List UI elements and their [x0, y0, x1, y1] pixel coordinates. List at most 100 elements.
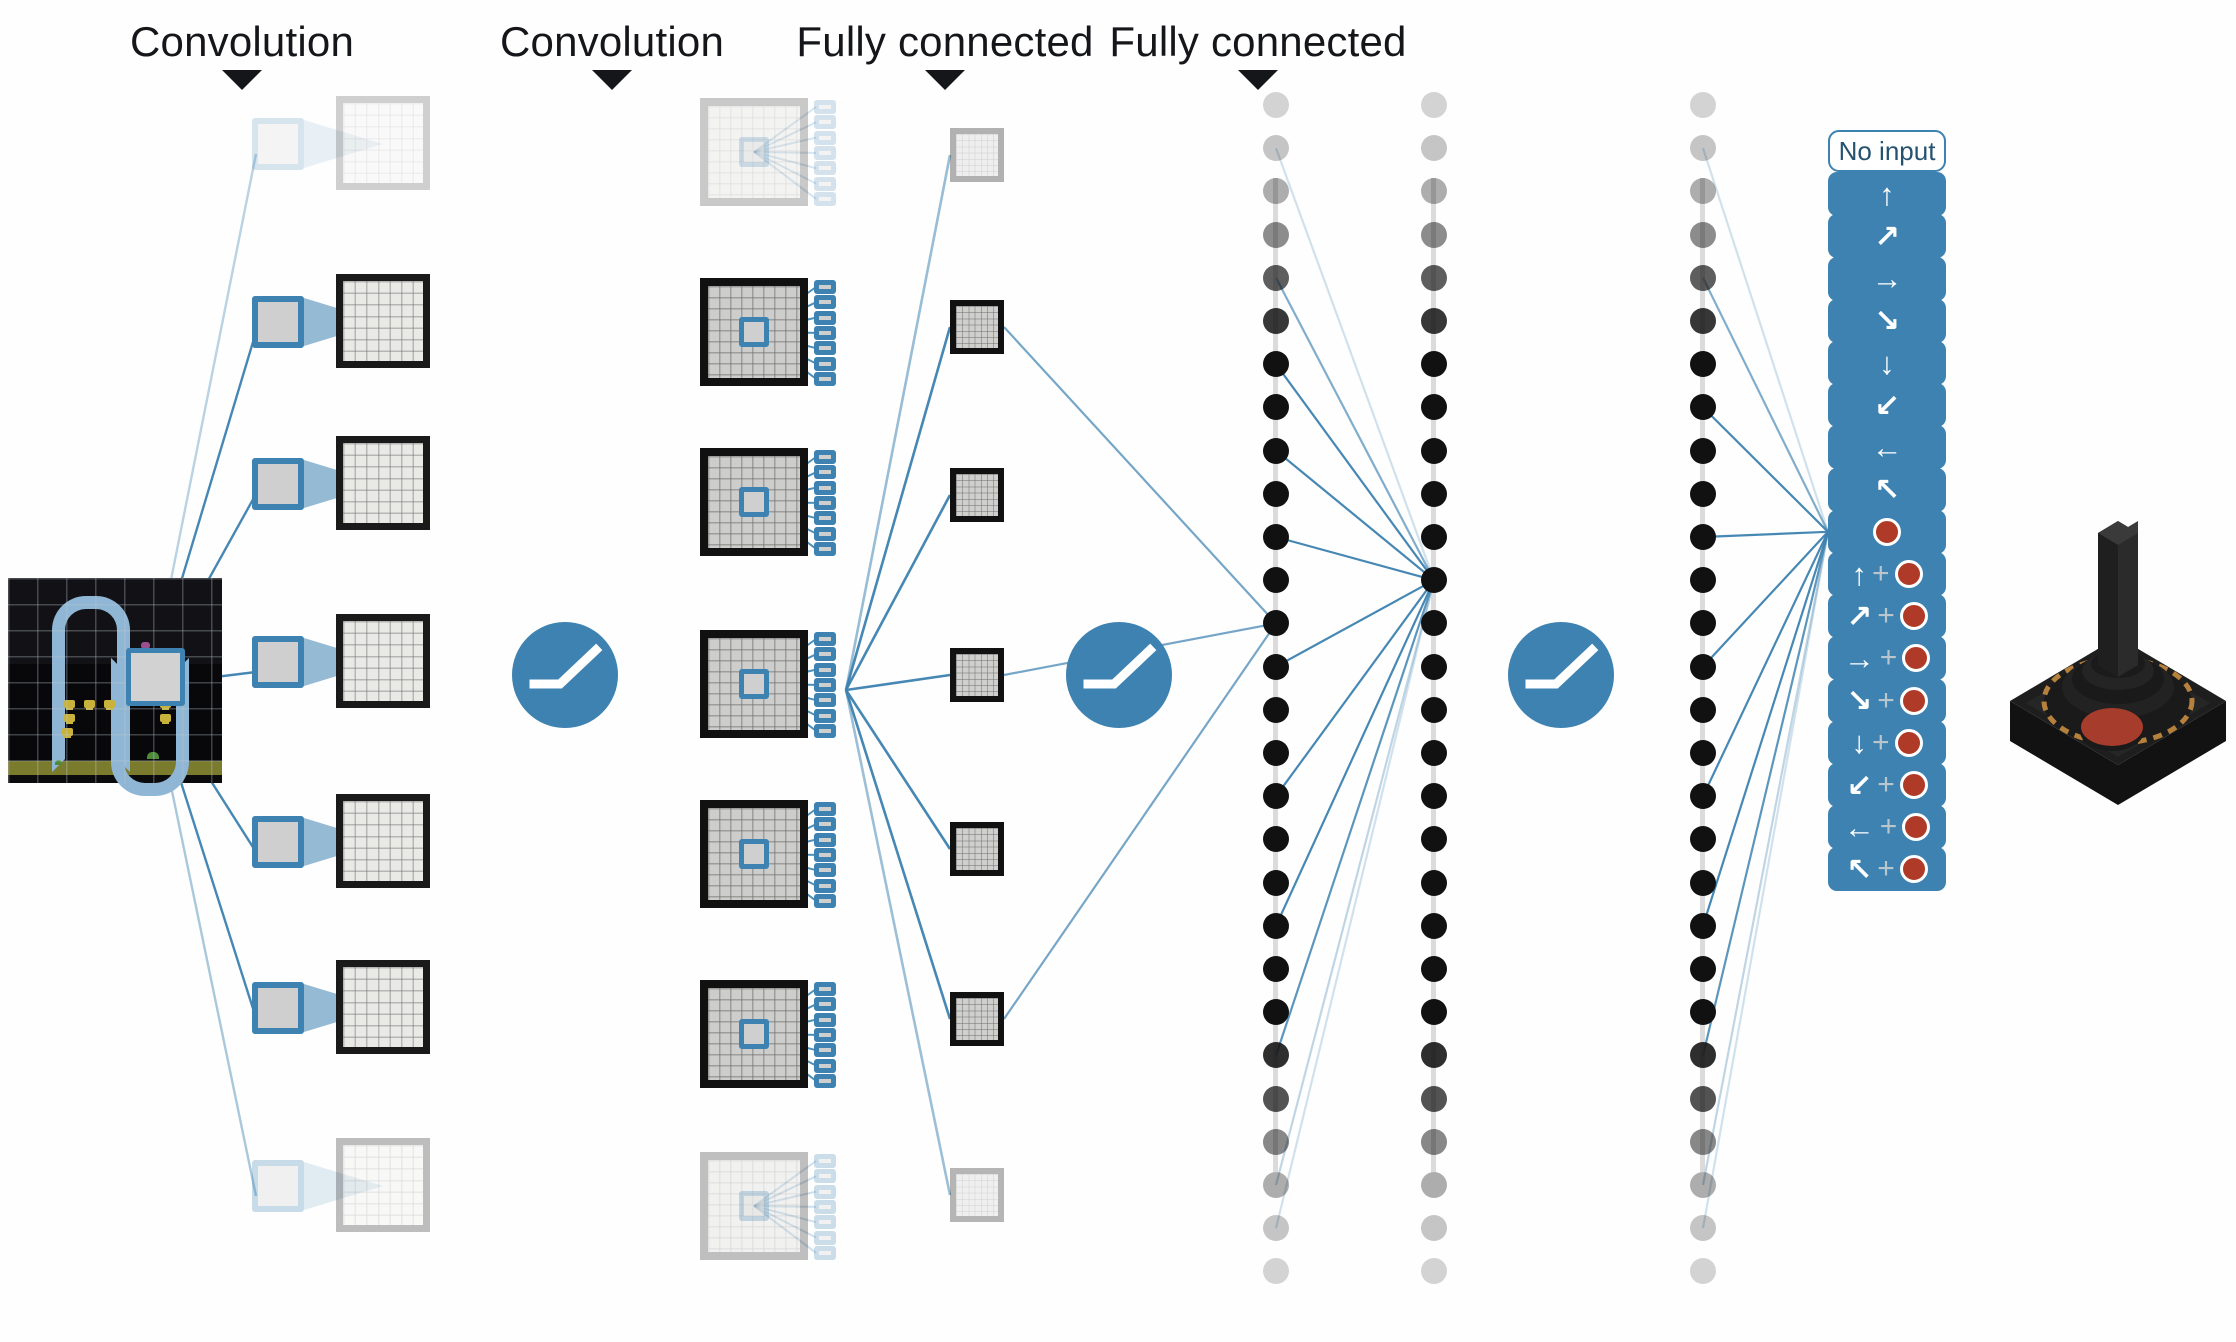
fc1-neuron-25[interactable]: [1263, 1172, 1289, 1198]
action-up-right-fire[interactable]: ↗+: [1828, 594, 1946, 639]
fc2-neuron-1[interactable]: [1421, 135, 1447, 162]
fc2-neuron-13[interactable]: [1421, 653, 1447, 680]
action-up-left-fire[interactable]: ↖+: [1828, 847, 1946, 892]
fc3-neuron-14[interactable]: [1690, 696, 1716, 723]
fc3-neuron-17[interactable]: [1690, 826, 1716, 853]
fc1-neuron-9[interactable]: [1263, 480, 1289, 507]
action-right[interactable]: →: [1828, 256, 1946, 301]
fc1-neuron-15[interactable]: [1263, 740, 1289, 766]
action-right-fire[interactable]: →+: [1828, 636, 1946, 681]
fc2-neuron-11[interactable]: [1421, 567, 1447, 594]
fc2-neuron-23[interactable]: [1421, 1085, 1447, 1112]
fc2-neuron-0[interactable]: [1421, 92, 1447, 118]
fc2-neuron-24[interactable]: [1421, 1128, 1447, 1155]
fc2-neuron-21[interactable]: [1421, 999, 1447, 1026]
action-left[interactable]: ←: [1828, 425, 1946, 470]
fc2-neuron-16[interactable]: [1421, 783, 1447, 810]
fc3-neuron-23[interactable]: [1690, 1085, 1716, 1112]
fc3-neuron-6[interactable]: [1690, 351, 1716, 378]
fc1-neuron-4[interactable]: [1263, 264, 1289, 291]
fc3-neuron-21[interactable]: [1690, 999, 1716, 1026]
fc3-neuron-26[interactable]: [1690, 1215, 1716, 1242]
fc3-neuron-25[interactable]: [1690, 1172, 1716, 1198]
fc1-neuron-12[interactable]: [1263, 610, 1289, 637]
fc3-neuron-15[interactable]: [1690, 740, 1716, 766]
fc1-neuron-18[interactable]: [1263, 869, 1289, 896]
fc1-neuron-22[interactable]: [1263, 1042, 1289, 1069]
fc3-neuron-20[interactable]: [1690, 956, 1716, 982]
fc2-neuron-10[interactable]: [1421, 524, 1447, 550]
fc3-neuron-9[interactable]: [1690, 480, 1716, 507]
fc1-neuron-16[interactable]: [1263, 783, 1289, 810]
fc1-neuron-8[interactable]: [1263, 437, 1289, 464]
fc2-neuron-17[interactable]: [1421, 826, 1447, 853]
action-left-fire[interactable]: ←+: [1828, 805, 1946, 850]
receptive-field-highlight[interactable]: [126, 648, 185, 706]
fc3-neuron-7[interactable]: [1690, 394, 1716, 421]
fc2-neuron-6[interactable]: [1421, 351, 1447, 378]
fc1-neuron-14[interactable]: [1263, 696, 1289, 723]
action-down-fire[interactable]: ↓+: [1828, 720, 1946, 765]
action-fire[interactable]: [1828, 509, 1946, 554]
fc3-neuron-1[interactable]: [1690, 135, 1716, 162]
fc3-neuron-22[interactable]: [1690, 1042, 1716, 1069]
fc2-neuron-3[interactable]: [1421, 221, 1447, 248]
fc1-neuron-6[interactable]: [1263, 351, 1289, 378]
fc2-neuron-8[interactable]: [1421, 437, 1447, 464]
fc2-neuron-7[interactable]: [1421, 394, 1447, 421]
fc3-neuron-4[interactable]: [1690, 264, 1716, 291]
action-down[interactable]: ↓: [1828, 341, 1946, 385]
fc2-neuron-12[interactable]: [1421, 610, 1447, 637]
fc1-neuron-1[interactable]: [1263, 135, 1289, 162]
fc1-neuron-21[interactable]: [1263, 999, 1289, 1026]
fc2-neuron-14[interactable]: [1421, 696, 1447, 723]
fc1-neuron-27[interactable]: [1263, 1258, 1289, 1285]
fc2-neuron-22[interactable]: [1421, 1042, 1447, 1069]
fc2-neuron-18[interactable]: [1421, 869, 1447, 896]
fc2-neuron-9[interactable]: [1421, 480, 1447, 507]
fc2-neuron-15[interactable]: [1421, 740, 1447, 766]
fc1-neuron-23[interactable]: [1263, 1085, 1289, 1112]
fc3-neuron-12[interactable]: [1690, 610, 1716, 637]
fc3-neuron-11[interactable]: [1690, 567, 1716, 594]
fc2-neuron-4[interactable]: [1421, 264, 1447, 291]
fc3-neuron-0[interactable]: [1690, 92, 1716, 118]
fc1-neuron-5[interactable]: [1263, 308, 1289, 334]
action-up[interactable]: ↑: [1828, 172, 1946, 217]
fc1-neuron-24[interactable]: [1263, 1128, 1289, 1155]
fc1-neuron-19[interactable]: [1263, 912, 1289, 939]
fc1-neuron-17[interactable]: [1263, 826, 1289, 853]
fc1-neuron-3[interactable]: [1263, 221, 1289, 248]
fc1-neuron-10[interactable]: [1263, 524, 1289, 550]
fc1-neuron-7[interactable]: [1263, 394, 1289, 421]
fc2-neuron-20[interactable]: [1421, 956, 1447, 982]
fc2-neuron-19[interactable]: [1421, 912, 1447, 939]
fc1-neuron-13[interactable]: [1263, 653, 1289, 680]
action-down-right-fire[interactable]: ↘+: [1828, 678, 1946, 723]
fc3-neuron-16[interactable]: [1690, 783, 1716, 810]
fc3-neuron-18[interactable]: [1690, 869, 1716, 896]
action-up-left[interactable]: ↖: [1828, 467, 1946, 512]
fc3-neuron-19[interactable]: [1690, 912, 1716, 939]
fc3-neuron-2[interactable]: [1690, 178, 1716, 205]
fc3-neuron-27[interactable]: [1690, 1258, 1716, 1285]
fc3-neuron-10[interactable]: [1690, 524, 1716, 550]
fc2-neuron-25[interactable]: [1421, 1172, 1447, 1198]
fc2-neuron-5[interactable]: [1421, 308, 1447, 334]
action-up-fire[interactable]: ↑+: [1828, 552, 1946, 596]
action-up-right[interactable]: ↗: [1828, 214, 1946, 259]
fc3-neuron-8[interactable]: [1690, 437, 1716, 464]
fc1-neuron-0[interactable]: [1263, 92, 1289, 118]
fc2-neuron-2[interactable]: [1421, 178, 1447, 205]
fc2-neuron-26[interactable]: [1421, 1215, 1447, 1242]
action-down-left-fire[interactable]: ↙+: [1828, 763, 1946, 807]
fc1-neuron-11[interactable]: [1263, 567, 1289, 594]
fc1-neuron-2[interactable]: [1263, 178, 1289, 205]
action-down-right[interactable]: ↘: [1828, 298, 1946, 343]
fc1-neuron-26[interactable]: [1263, 1215, 1289, 1242]
fc1-neuron-20[interactable]: [1263, 956, 1289, 982]
fc3-neuron-5[interactable]: [1690, 308, 1716, 334]
fc3-neuron-13[interactable]: [1690, 653, 1716, 680]
fc3-neuron-24[interactable]: [1690, 1128, 1716, 1155]
fc3-neuron-3[interactable]: [1690, 221, 1716, 248]
